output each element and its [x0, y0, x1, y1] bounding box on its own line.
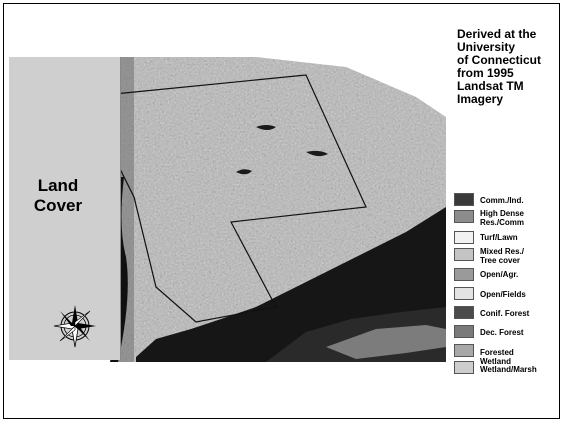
source-note: Derived at the University of Connecticut…: [457, 27, 541, 106]
no-data-area: [256, 57, 446, 117]
compass-rose-icon: [52, 303, 98, 349]
island: [326, 325, 446, 359]
boundary-line: [83, 74, 367, 323]
legend-label: Conif. Forest: [480, 309, 530, 318]
legend-label: High Dense Res./Comm: [480, 209, 525, 227]
map-title: Land Cover: [33, 176, 83, 215]
legend-swatch: [454, 287, 474, 300]
legend-swatch: [454, 248, 474, 261]
legend-swatch: [454, 193, 474, 206]
reservoir-1: [236, 125, 328, 175]
legend-swatch: [454, 231, 474, 244]
legend-label: Forested Wetland: [480, 348, 514, 366]
legend-label: Open/Agr.: [480, 270, 519, 279]
legend-label: Open/Fields: [480, 290, 526, 299]
title-panel: [9, 57, 121, 360]
legend-swatch: [454, 344, 474, 357]
satellite-imagery: [83, 57, 446, 362]
legend-swatch: [454, 306, 474, 319]
legend-label: Turf/Lawn: [480, 233, 518, 242]
legend-label: Dec. Forest: [480, 328, 524, 337]
legend-swatch: [454, 325, 474, 338]
legend-swatch: [454, 361, 474, 374]
legend-label: Mixed Res./ Tree cover: [480, 247, 525, 265]
legend-swatch: [454, 268, 474, 281]
legend-label: Comm./Ind.: [480, 196, 524, 205]
legend-swatch: [454, 210, 474, 223]
legend-label: Wetland/Marsh: [480, 365, 537, 374]
